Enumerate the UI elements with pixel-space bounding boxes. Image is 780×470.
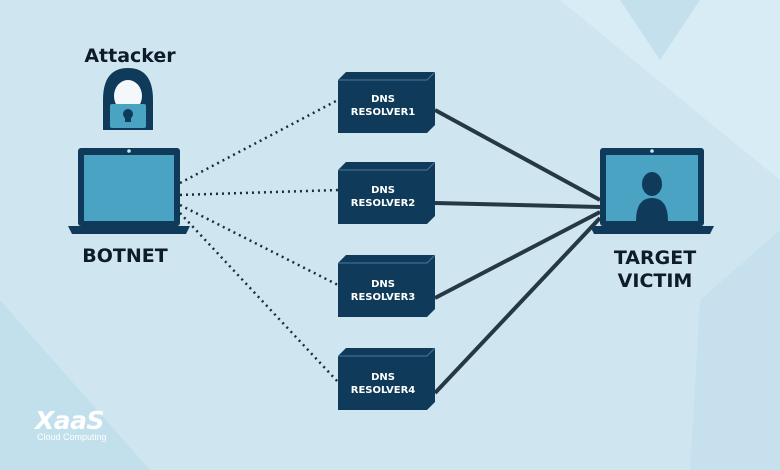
logo-subtitle: Cloud Computing [37,432,107,442]
attacker-label: Attacker [84,45,176,67]
resolver-name-label: RESOLVER2 [350,198,416,209]
resolver-box-4 [338,347,436,410]
resolver-dns-label: DNS [371,279,395,290]
logo-brand: XaaS [35,406,105,435]
laptop-icon [68,148,190,234]
resolver-name-label: RESOLVER4 [350,385,416,396]
resolver-dns-label: DNS [371,185,395,196]
botnet-label: BOTNET [82,245,168,267]
attack-line [434,108,601,202]
connection-line [179,212,339,383]
hooded-hacker-icon [103,68,153,130]
connection-line [179,98,339,185]
xaas-logo: XaaS Cloud Computing [35,406,107,443]
resolver-box-1 [338,71,436,133]
resolver-name-label: RESOLVER1 [350,107,416,118]
attack-line [434,210,601,300]
resolver-4-text: DNS RESOLVER4 [343,371,423,397]
resolver-box-2 [338,161,436,224]
resolver-name-label: RESOLVER3 [350,292,416,303]
resolver-dns-label: DNS [371,94,395,105]
resolver-box-3 [338,254,436,317]
attack-line [434,201,601,209]
attack-line [433,216,602,395]
botnet-connections [179,98,339,383]
connection-line [179,203,339,287]
connection-line [179,188,339,197]
resolver-3-text: DNS RESOLVER3 [343,278,423,304]
laptop-person-icon [590,148,714,234]
resolver-dns-label: DNS [371,372,395,383]
resolver-2-text: DNS RESOLVER2 [343,184,423,210]
resolver-connections [433,108,602,395]
resolver-1-text: DNS RESOLVER1 [343,93,423,119]
